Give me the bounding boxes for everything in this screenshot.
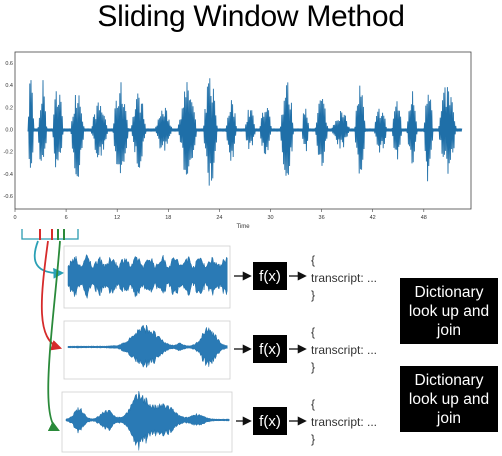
brace-close-2: } xyxy=(311,360,315,374)
dictionary-box-1: Dictionary look up and join xyxy=(400,278,498,344)
x-tick-label: 36 xyxy=(319,215,325,221)
window-selector xyxy=(21,229,79,240)
arrow-window-3 xyxy=(47,240,61,431)
x-tick-label: 12 xyxy=(114,215,120,221)
x-tick-label: 18 xyxy=(165,215,171,221)
x-tick-label: 42 xyxy=(370,215,376,221)
fx-box-3 xyxy=(253,407,287,435)
brace-open-3: { xyxy=(311,397,315,411)
main-x-label: Time xyxy=(236,224,250,230)
dictionary-box-2: Dictionary look up and join xyxy=(400,366,498,432)
y-tick-label: -0.2 xyxy=(4,150,13,156)
x-tick-label: 0 xyxy=(13,215,16,221)
main-y-axis: 0.6 0.4 0.2 0.0 -0.2 -0.4 -0.6 xyxy=(4,61,13,200)
fx-label-2: f(x) xyxy=(259,341,281,358)
fx-box-1 xyxy=(253,262,287,290)
x-tick-label: 24 xyxy=(216,215,222,221)
brace-close-3: } xyxy=(311,432,315,446)
fx-label-3: f(x) xyxy=(259,413,281,430)
fx-label-1: f(x) xyxy=(259,268,281,285)
diagram-title: Sliding Window Method xyxy=(97,0,405,33)
fx-box-2 xyxy=(253,335,287,363)
brace-close-1: } xyxy=(311,288,315,302)
y-tick-label: -0.6 xyxy=(4,194,13,200)
y-tick-label: 0.2 xyxy=(5,105,13,111)
window-plot-3 xyxy=(61,390,233,453)
y-tick-label: 0.6 xyxy=(5,61,13,67)
main-waveform-plot: 0.6 0.4 0.2 0.0 -0.2 -0.4 -0.6 0 6 12 18 24 30 36 42 4… xyxy=(4,51,472,230)
window-2-waveform xyxy=(67,324,228,369)
main-x-axis: 0 6 12 18 24 30 36 42 48 xyxy=(13,209,427,221)
window-plot-1 xyxy=(63,245,231,309)
transcript-2: transcript: ... xyxy=(311,343,377,357)
x-tick-label: 48 xyxy=(421,215,427,221)
y-tick-label: 0.4 xyxy=(5,83,13,89)
brace-open-1: { xyxy=(311,253,315,267)
y-tick-label: -0.4 xyxy=(4,172,13,178)
transcript-1: transcript: ... xyxy=(311,271,377,285)
arrow-window-1 xyxy=(33,240,65,279)
window-1-waveform xyxy=(67,254,228,299)
arrow-window-2 xyxy=(40,240,63,351)
transcript-3: transcript: ... xyxy=(311,415,377,429)
window-bracket-teal xyxy=(21,229,79,240)
main-waveform xyxy=(27,78,463,186)
x-tick-label: 30 xyxy=(267,215,273,221)
x-tick-label: 6 xyxy=(65,215,68,221)
window-plot-2 xyxy=(63,320,231,380)
brace-open-2: { xyxy=(311,325,315,339)
y-tick-label: 0.0 xyxy=(5,128,13,134)
window-3-waveform xyxy=(65,390,230,451)
